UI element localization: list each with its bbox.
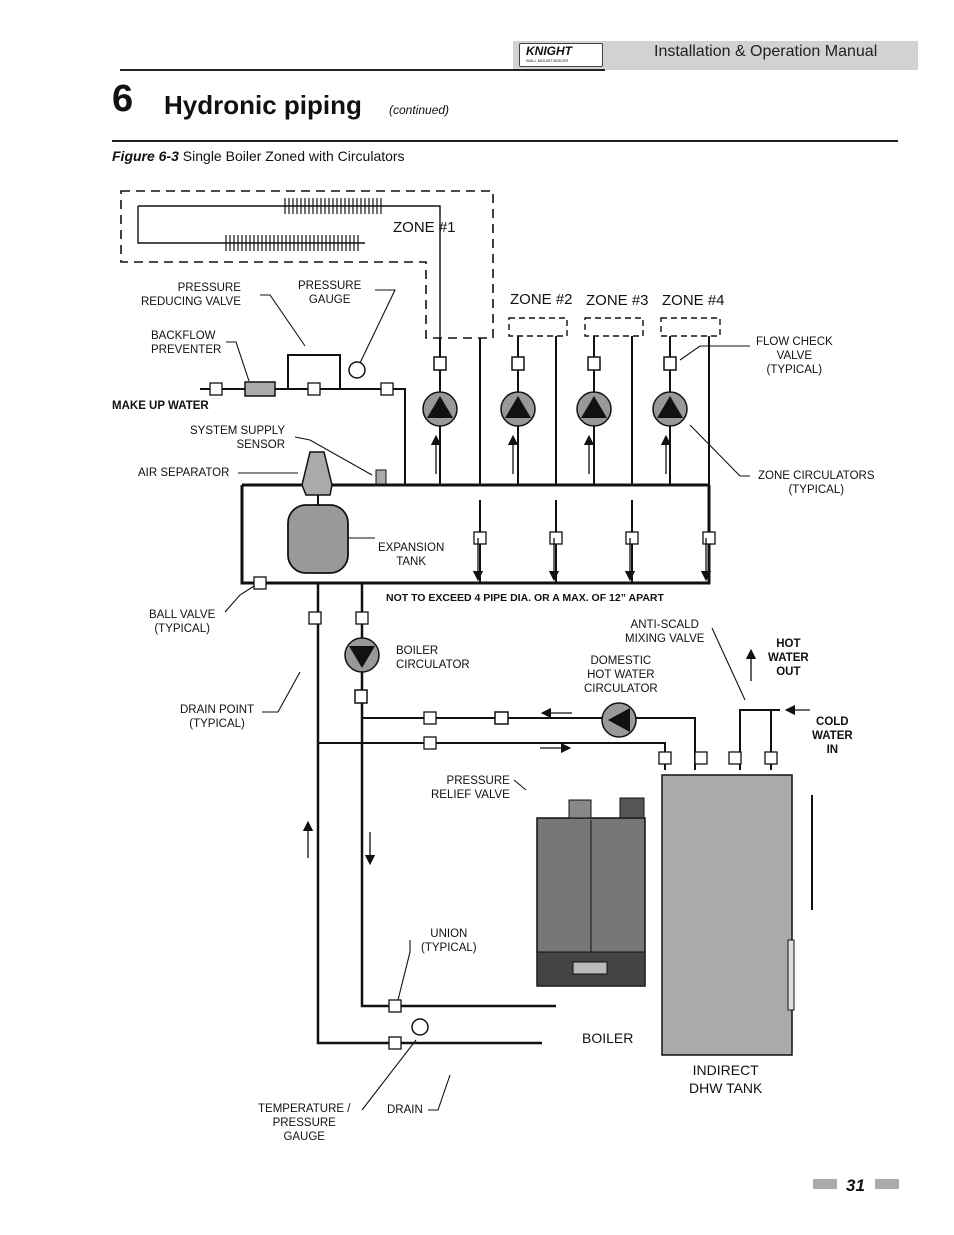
label-expansion-tank: EXPANSION TANK [378, 542, 445, 568]
label-pipe-spacing: NOT TO EXCEED 4 PIPE DIA. OR A MAX. OF 1… [386, 592, 664, 604]
figure-caption: Figure 6-3 Single Boiler Zoned with Circ… [112, 148, 405, 164]
label-system-supply-sensor: SYSTEM SUPPLY SENSOR [190, 425, 286, 451]
label-pressure-reducing-valve: PRESSURE REDUCING VALVE [141, 282, 241, 308]
label-ball-valve: BALL VALVE (TYPICAL) [149, 609, 216, 635]
page-number-bar-left [813, 1179, 837, 1189]
label-hot-water-out: HOT WATER OUT [768, 638, 809, 678]
label-backflow-preventer: BACKFLOW PREVENTER [151, 330, 222, 356]
label-air-separator: AIR SEPARATOR [138, 467, 230, 479]
chapter-title: Hydronic piping [164, 90, 362, 120]
header-rule [120, 69, 605, 71]
zone-4-label: ZONE #4 [662, 292, 725, 309]
label-drain: DRAIN [387, 1104, 423, 1116]
chapter-number: 6 [112, 78, 134, 120]
label-flow-check-valve: FLOW CHECK VALVE (TYPICAL) [756, 336, 833, 376]
label-cold-water-in: COLD WATER IN [812, 716, 853, 756]
label-boiler-circulator: BOILER CIRCULATOR [396, 645, 470, 671]
figure-label: Figure 6-3 [112, 148, 179, 164]
label-union: UNION (TYPICAL) [421, 928, 477, 954]
zone-1-label: ZONE #1 [393, 219, 456, 236]
label-temp-pressure-gauge: TEMPERATURE / PRESSURE GAUGE [258, 1103, 351, 1143]
label-zone-circulators: ZONE CIRCULATORS (TYPICAL) [758, 470, 875, 496]
section-rule [112, 140, 898, 142]
zone-3-label: ZONE #3 [586, 292, 649, 309]
page-number-bar-right [875, 1179, 899, 1189]
figure-title: Single Boiler Zoned with Circulators [182, 148, 405, 164]
label-domestic-hw-circulator: DOMESTIC HOT WATER CIRCULATOR [584, 655, 658, 695]
page-number: 31 [846, 1176, 865, 1195]
label-drain-point: DRAIN POINT (TYPICAL) [180, 704, 255, 730]
label-boiler: BOILER [582, 1030, 634, 1046]
label-make-up-water: MAKE UP WATER [112, 400, 209, 412]
zone-2-label: ZONE #2 [510, 291, 573, 308]
label-indirect-tank: INDIRECT DHW TANK [689, 1062, 763, 1096]
chapter-continued: (continued) [389, 103, 450, 117]
label-pressure-relief-valve: PRESSURE RELIEF VALVE [431, 775, 510, 801]
expansion-tank-shape [287, 504, 349, 574]
indirect-tank-shape [661, 774, 793, 1056]
manual-title: Installation & Operation Manual [654, 43, 878, 60]
label-anti-scald-valve: ANTI-SCALD MIXING VALVE [625, 619, 705, 645]
label-pressure-gauge: PRESSURE GAUGE [298, 280, 362, 306]
